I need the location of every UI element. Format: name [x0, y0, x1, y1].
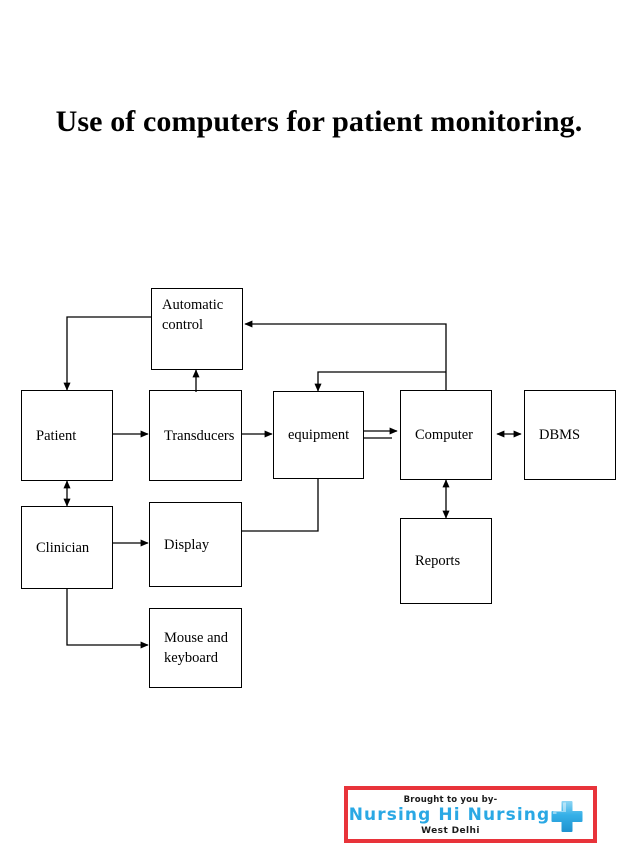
node-clinician[interactable]: Clinician: [21, 506, 113, 589]
edge-equipment-to-display: [241, 479, 319, 532]
node-clinician-label: Clinician: [36, 539, 90, 556]
node-patient[interactable]: Patient: [21, 390, 113, 481]
node-transducers-label: Transducers: [164, 427, 235, 444]
node-patient-label: Patient: [36, 427, 77, 444]
node-automatic-control[interactable]: Automatic control: [151, 288, 243, 370]
edge-computer-to-automatic-control: [244, 320, 447, 390]
edge-clinician-to-mouse-and-keyboard: [66, 589, 149, 649]
node-reports-label: Reports: [415, 553, 461, 569]
node-mouse-and-keyboard[interactable]: Mouse and keyboard: [149, 608, 242, 688]
node-reports[interactable]: Reports: [400, 518, 492, 604]
brand-logo: Brought to you by- Nursing Hi Nursing We…: [344, 786, 597, 843]
diagram-connectors: [63, 316, 522, 649]
medical-cross-icon: [551, 801, 583, 832]
node-dbms-label: DBMS: [539, 427, 581, 443]
block-flow-diagram: Automatic control Patient Transducers eq…: [21, 288, 616, 688]
logo-tagline: Brought to you by-: [403, 795, 498, 805]
node-automatic-control-label: Automatic control: [162, 297, 224, 333]
node-equipment-label: equipment: [288, 427, 350, 443]
node-computer[interactable]: Computer: [400, 390, 492, 480]
logo-location: West Delhi: [421, 826, 480, 836]
node-equipment[interactable]: equipment: [273, 391, 364, 479]
node-display[interactable]: Display: [149, 502, 242, 587]
logo-brand-name: Nursing Hi Nursing: [348, 805, 551, 825]
edge-computer-to-equipment: [314, 371, 446, 392]
edge-automatic-control-to-patient: [63, 316, 151, 391]
page-title: Use of computers for patient monitoring.: [55, 105, 583, 138]
node-transducers[interactable]: Transducers: [149, 390, 242, 481]
node-computer-label: Computer: [415, 427, 473, 443]
node-mouse-and-keyboard-label: Mouse and keyboard: [164, 630, 229, 666]
node-dbms[interactable]: DBMS: [524, 390, 616, 480]
node-display-label: Display: [164, 536, 210, 553]
